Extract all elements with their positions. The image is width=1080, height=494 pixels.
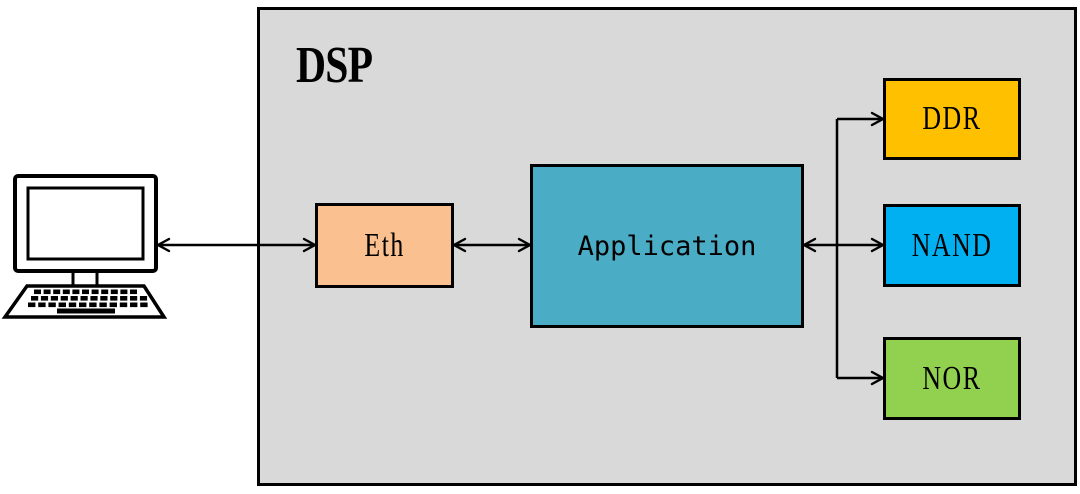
node-ddr: DDR <box>883 78 1021 160</box>
monitor-stand <box>71 273 99 286</box>
node-application-label: Application <box>577 230 757 262</box>
keyboard-spacebar <box>57 308 115 314</box>
node-nand-label: NAND <box>911 226 993 264</box>
computer-icon <box>1 174 168 319</box>
monitor-screen <box>26 186 145 261</box>
node-nor-label: NOR <box>922 359 982 397</box>
node-ddr-label: DDR <box>922 100 982 137</box>
dsp-label: DSP <box>296 37 373 94</box>
keyboard-keys <box>28 289 148 314</box>
node-eth: Eth <box>315 203 454 288</box>
node-eth-label: Eth <box>364 226 405 264</box>
node-application: Application <box>530 164 804 328</box>
node-nand: NAND <box>883 204 1021 287</box>
node-nor: NOR <box>883 337 1021 420</box>
